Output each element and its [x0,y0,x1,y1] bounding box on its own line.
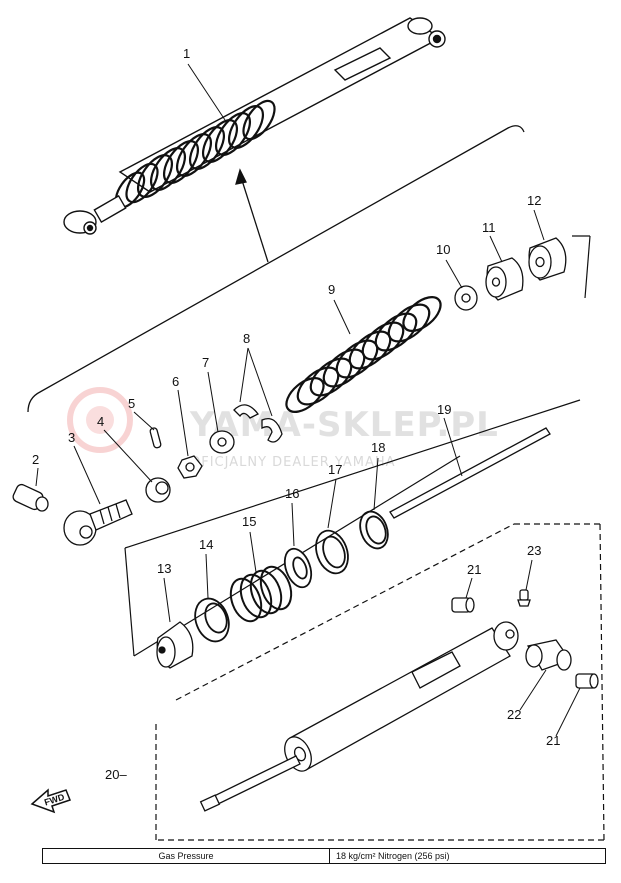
part-7-washer [209,430,235,454]
callout-4: 4 [97,414,104,429]
part-20-frame [155,523,605,841]
callout-16: 16 [285,486,299,501]
exploded-frame-upper [572,235,591,299]
part-23-grease-nipple [517,589,531,607]
callout-21-upper: 21 [467,562,481,577]
callout-8: 8 [243,331,250,346]
watermark-logo-icon [67,387,133,453]
part-2-collar [12,483,49,512]
callout-21-lower: 21 [546,733,560,748]
part-13-bump-stop [156,621,194,669]
part-12-bushing [528,237,567,281]
part-6-nut [177,455,203,479]
callout-6: 6 [172,374,179,389]
part-18-circlip [359,510,389,550]
part-9-spring [285,296,442,413]
callout-11: 11 [482,220,496,235]
callout-18: 18 [371,440,385,455]
part-4-adjuster [145,477,171,503]
watermark-subtitle: OFICJALNY DEALER YAMAHA [190,455,396,470]
gas-pressure-spec-table: Gas Pressure 18 kg/cm² Nitrogen (256 psi… [42,848,606,864]
callout-1: 1 [183,46,190,61]
callout-3: 3 [68,430,75,445]
callout-5: 5 [128,396,135,411]
callout-20: 20– [105,767,127,782]
part-3-eye-bolt [63,499,133,546]
part-21-collar-upper [451,597,475,613]
part-16-seat [283,547,313,589]
part-8-spring-retainer [233,404,283,443]
callout-12: 12 [527,193,541,208]
part-15-spring [229,565,293,623]
callout-19: 19 [437,402,451,417]
callout-15: 15 [242,514,256,529]
part-5-pin [149,427,162,449]
part-19-rod [389,427,551,519]
callout-9: 9 [328,282,335,297]
assembly-bracket [27,125,525,413]
callout-2: 2 [32,452,39,467]
part-21-collar-lower [575,673,599,689]
part-10-washer [454,285,478,311]
spec-label: Gas Pressure [43,849,330,863]
part-22-bushing [525,639,572,671]
part-20-damper-body [199,621,519,812]
part-17-ring [315,529,349,575]
part-11-bushing [485,257,524,301]
callout-7: 7 [202,355,209,370]
callout-23: 23 [527,543,541,558]
part-1-shock-assembly [63,17,446,235]
callout-22: 22 [507,707,521,722]
callout-17: 17 [328,462,342,477]
callout-13: 13 [157,561,171,576]
part-14-ring [194,597,230,643]
callout-14: 14 [199,537,213,552]
callout-10: 10 [436,242,450,257]
spec-value: 18 kg/cm² Nitrogen (256 psi) [336,851,450,861]
fwd-arrow-icon: FWD [30,788,71,814]
